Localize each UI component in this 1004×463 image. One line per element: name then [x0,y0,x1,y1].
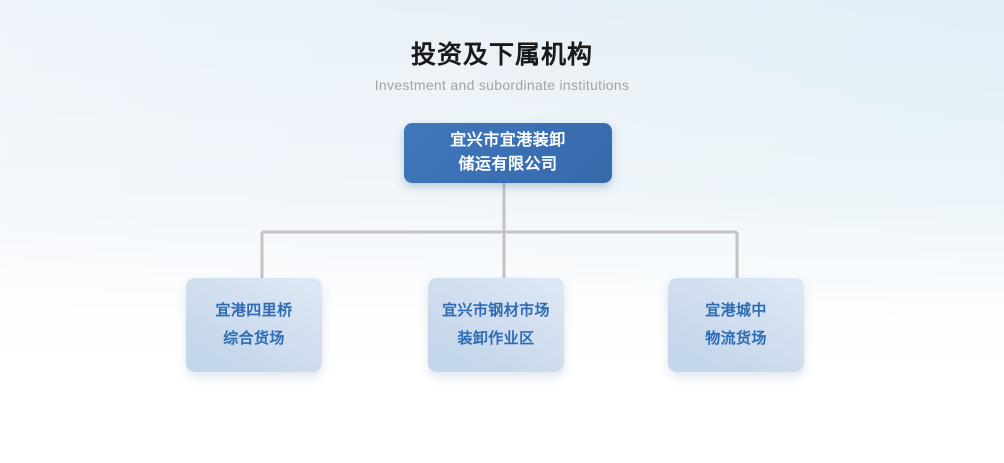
org-node-child-0[interactable]: 宜港四里桥 综合货场 [186,278,322,372]
org-node-child-0-line-1: 宜港四里桥 [215,302,293,319]
org-node-root-line-1: 宜兴市宜港装卸 [450,132,566,149]
org-node-child-2-line-1: 宜港城中 [705,302,767,319]
org-node-child-1[interactable]: 宜兴市钢材市场 装卸作业区 [428,278,564,372]
org-node-child-2-line-2: 物流货场 [705,330,767,347]
org-node-child-1-line-1: 宜兴市钢材市场 [442,302,550,319]
page-subtitle: Investment and subordinate institutions [374,77,630,93]
org-node-child-0-line-2: 综合货场 [223,330,285,347]
org-node-root[interactable]: 宜兴市宜港装卸 储运有限公司 [404,123,612,183]
page-title: 投资及下属机构 [410,41,593,69]
page-header: 投资及下属机构 Investment and subordinate insti… [0,40,1004,94]
org-node-child-1-line-2: 装卸作业区 [457,330,535,347]
org-node-child-2[interactable]: 宜港城中 物流货场 [668,278,804,372]
org-node-root-line-2: 储运有限公司 [458,156,558,173]
